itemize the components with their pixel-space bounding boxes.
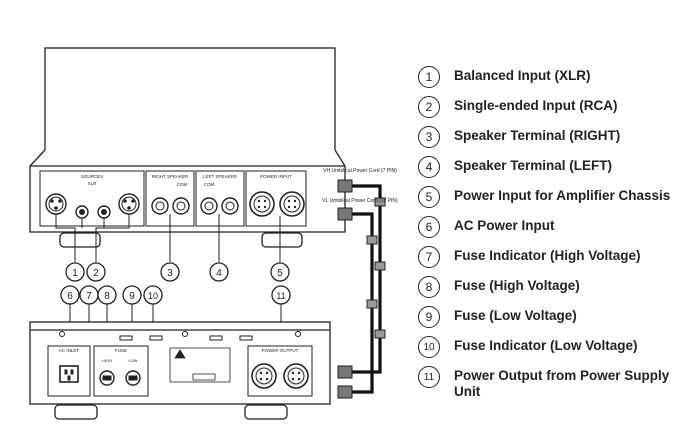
legend-item: 6 AC Power Input (418, 216, 674, 238)
legend-item: 9 Fuse (Low Voltage) (418, 306, 674, 328)
legend-item: 7 Fuse Indicator (High Voltage) (418, 246, 674, 268)
legend-label: Fuse Indicator (Low Voltage) (454, 338, 638, 353)
callout-3: 3 (160, 262, 180, 282)
legend-number: 1 (418, 66, 440, 88)
fuse-low-voltage[interactable] (125, 370, 141, 386)
callout-1: 1 (65, 262, 85, 282)
svg-text:9: 9 (129, 291, 135, 302)
power-output-connectors[interactable] (251, 363, 309, 389)
legend-number: 9 (418, 306, 440, 328)
power-input-label: POWER INPUT (260, 174, 292, 179)
callout-4: 4 (209, 262, 229, 282)
power-output-label: POWER OUTPUT (262, 348, 299, 353)
xlr-input-right[interactable] (118, 193, 140, 215)
umbilical-cables (350, 184, 382, 394)
legend-label: Fuse (Low Voltage) (454, 308, 577, 323)
legend-number: 3 (418, 126, 440, 148)
legend-number: 4 (418, 156, 440, 178)
warning-label (169, 347, 231, 383)
legend-label: Speaker Terminal (RIGHT) (454, 128, 621, 143)
svg-text:2: 2 (93, 268, 99, 279)
legend-number: 11 (418, 366, 440, 388)
legend-number: 5 (418, 186, 440, 208)
svg-text:6: 6 (67, 291, 73, 302)
legend-item: 5 Power Input for Amplifier Chassis (418, 186, 674, 208)
xlr-input-left[interactable] (45, 193, 67, 215)
power-input-connectors[interactable] (249, 191, 305, 217)
legend-label: Power Input for Amplifier Chassis (454, 188, 671, 203)
fuse-section (93, 345, 149, 397)
left-speaker-label: LEFT SPEAKER (203, 174, 237, 179)
legend-item: 1 Balanced Input (XLR) (418, 66, 674, 88)
legend-number: 6 (418, 216, 440, 238)
fuse-high-voltage[interactable] (99, 370, 115, 386)
legend-number: 7 (418, 246, 440, 268)
legend-item: 11 Power Output from Power Supply Unit (418, 366, 674, 400)
cable-connectors (337, 179, 386, 399)
fuse-hv-label: HIGH (102, 358, 112, 363)
legend-label: Speaker Terminal (LEFT) (454, 158, 613, 173)
sources-label: SOURCES (81, 174, 103, 179)
svg-text:11: 11 (276, 291, 285, 301)
legend-number: 8 (418, 276, 440, 298)
legend-label: Balanced Input (XLR) (454, 68, 591, 83)
com-label-right: COM (177, 182, 188, 187)
callout-10: 10 (143, 285, 163, 305)
callout-6: 6 (60, 285, 80, 305)
ac-inlet[interactable] (47, 345, 91, 397)
callout-7: 7 (79, 285, 99, 305)
com-label-left: COM (204, 182, 215, 187)
callout-9: 9 (122, 285, 142, 305)
callout-5: 5 (270, 262, 290, 282)
svg-text:3: 3 (167, 268, 173, 279)
legend-number: 2 (418, 96, 440, 118)
callout-11: 11 (271, 285, 291, 305)
legend-item: 3 Speaker Terminal (RIGHT) (418, 126, 674, 148)
svg-text:8: 8 (104, 291, 110, 302)
rca-input-right[interactable] (97, 205, 111, 219)
legend-label: Fuse Indicator (High Voltage) (454, 248, 641, 263)
speaker-terminal-left[interactable] (200, 197, 239, 215)
legend-item: 2 Single-ended Input (RCA) (418, 96, 674, 118)
right-speaker-label: RIGHT SPEAKER (152, 174, 189, 179)
cable-7pin-label: VH Umbilical Power Cord (7 PIN) (323, 168, 397, 174)
legend-number: 10 (418, 336, 440, 358)
svg-text:4: 4 (216, 268, 222, 279)
legend-label: AC Power Input (454, 218, 555, 233)
legend-item: 4 Speaker Terminal (LEFT) (418, 156, 674, 178)
legend-label: Single-ended Input (RCA) (454, 98, 618, 113)
callout-2: 2 (86, 262, 106, 282)
legend-item: 8 Fuse (High Voltage) (418, 276, 674, 298)
svg-text:7: 7 (86, 291, 92, 302)
svg-text:10: 10 (148, 291, 158, 301)
cable-12pin-label: VL Umbilical Power Cord (12 PIN) (322, 198, 398, 204)
xlr-label: XLR (88, 181, 98, 186)
callout-8: 8 (97, 285, 117, 305)
ac-inlet-label: AC INLET (59, 348, 80, 353)
legend: 1 Balanced Input (XLR) 2 Single-ended Inpu… (418, 0, 688, 440)
rca-input-left[interactable] (75, 205, 89, 219)
legend-label: Fuse (High Voltage) (454, 278, 580, 293)
fuse-lv-label: LOW (128, 358, 137, 363)
legend-label: Power Output from Power Supply Unit (454, 368, 670, 399)
fuse-label: FUSE (115, 348, 127, 353)
svg-text:1: 1 (72, 268, 78, 279)
svg-text:5: 5 (277, 268, 283, 279)
legend-item: 10 Fuse Indicator (Low Voltage) (418, 336, 674, 358)
speaker-terminal-right[interactable] (151, 197, 190, 215)
